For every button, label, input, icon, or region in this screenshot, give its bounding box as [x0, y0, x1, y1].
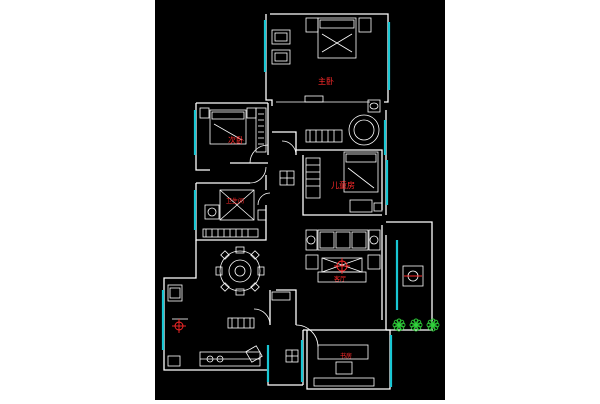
plant-icon: [392, 318, 406, 332]
room-label-living-room: 客厅: [334, 275, 346, 283]
walls: [163, 13, 433, 390]
room-label-master-bedroom: 主卧: [318, 76, 334, 86]
plant-icon: [409, 318, 423, 332]
living-room-furniture: [305, 229, 381, 283]
red-markers: [172, 258, 422, 333]
bathroom-fixtures: [202, 170, 295, 238]
windows: [161, 20, 399, 387]
study-furniture: [313, 344, 375, 387]
room-label-kids-room: 儿童房: [331, 180, 355, 190]
room-label-bathroom: 卫生间: [226, 197, 244, 205]
balcony-plants: [392, 318, 440, 332]
kitchen-fixtures: [167, 284, 299, 367]
cad-canvas: 主卧 次卧 儿童房 卫生间 客厅 书房: [155, 0, 445, 400]
plant-icon: [426, 318, 440, 332]
room-label-study: 书房: [340, 352, 352, 360]
dining-set: [215, 246, 265, 296]
kids-room-furniture: [305, 114, 383, 213]
floor-plan: 主卧 次卧 儿童房 卫生间 客厅 书房: [161, 13, 440, 390]
master-bedroom-furniture: [271, 17, 381, 113]
room-label-second-bedroom: 次卧: [228, 135, 244, 145]
second-bedroom-furniture: [199, 107, 267, 153]
